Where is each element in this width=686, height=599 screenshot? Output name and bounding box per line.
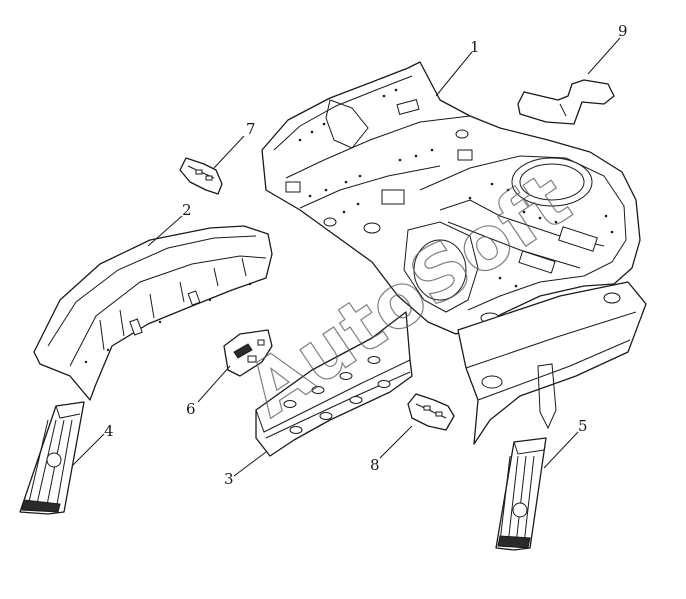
leader-lines: [71, 37, 621, 477]
part-6-bracket[interactable]: [223, 329, 273, 377]
callout-7: 7: [246, 120, 256, 138]
callout-6: 6: [186, 400, 196, 418]
callout-2: 2: [182, 201, 192, 219]
floor-weld-dots: [298, 88, 614, 288]
rail-weld-dots: [84, 282, 252, 364]
callout-9: 9: [618, 22, 628, 40]
part-3-crossmember[interactable]: [255, 311, 413, 457]
part-4-reinforcement[interactable]: [19, 401, 85, 515]
part-2-side-rail[interactable]: [33, 225, 273, 401]
part-1-rear-floor-pan[interactable]: [261, 61, 641, 335]
callout-1: 1: [470, 38, 480, 56]
part-8-bracket[interactable]: [407, 393, 455, 431]
part-9-bracket[interactable]: [517, 79, 615, 125]
part-5-reinforcement[interactable]: [495, 437, 547, 551]
callout-4: 4: [104, 422, 114, 440]
callout-5: 5: [578, 417, 588, 435]
part-1-rear-cross-panel[interactable]: [457, 281, 647, 445]
part-7-bracket[interactable]: [179, 157, 223, 195]
callout-8: 8: [370, 456, 380, 474]
callout-3: 3: [224, 470, 234, 488]
